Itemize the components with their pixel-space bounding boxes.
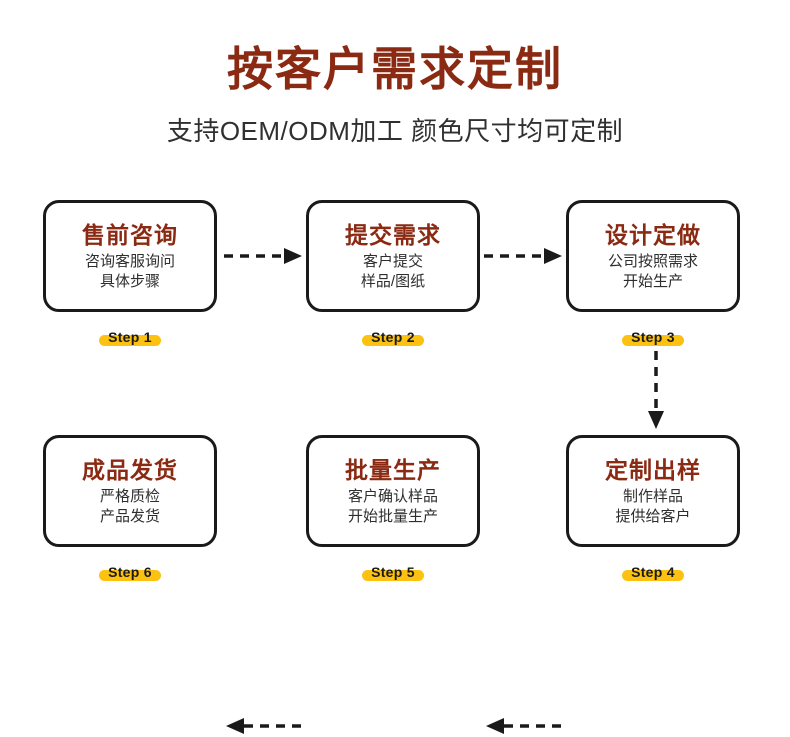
step-box-6[interactable]: 成品发货 严格质检 产品发货 [43,435,217,547]
page-header: 按客户需求定制 支持OEM/ODM加工 颜色尺寸均可定制 [0,0,790,148]
step-box-description-line-2: 具体步骤 [99,273,160,290]
step-box-description-line-2: 开始批量生产 [347,508,438,525]
flow-cell-step-2: 提交需求 客户提交 样品/图纸 Step 2 [306,200,486,380]
step-label: Step 5 [371,564,415,580]
step-box-description: 咨询客服询问 具体步骤 [85,252,175,292]
step-label-wrap-4: Step 4 [566,555,740,589]
step-box-description: 客户确认样品 开始批量生产 [348,487,438,527]
step-box-description-line-2: 开始生产 [622,273,683,290]
flow-cell-step-3: 设计定做 公司按照需求 开始生产 Step 3 [566,200,746,380]
arrow-step5-to-step6-icon [222,715,308,737]
page-title: 按客户需求定制 [227,43,563,95]
step-label-wrap-1: Step 1 [43,320,217,354]
step-box-title: 提交需求 [345,222,441,248]
step-box-description: 客户提交 样品/图纸 [361,252,425,292]
step-box-description: 公司按照需求 开始生产 [608,252,698,292]
step-box-description-line-2: 产品发货 [99,508,160,525]
step-box-description-line-1: 制作样品 [622,488,683,505]
step-box-1[interactable]: 售前咨询 咨询客服询问 具体步骤 [43,200,217,312]
step-box-description: 严格质检 产品发货 [100,487,160,527]
step-label: Step 3 [631,329,675,345]
arrow-step1-to-step2-icon [222,245,308,267]
step-label-wrap-2: Step 2 [306,320,480,354]
step-box-title: 批量生产 [345,457,441,483]
step-box-title: 定制出样 [605,457,701,483]
step-label: Step 6 [108,564,152,580]
step-box-description-line-2: 样品/图纸 [360,273,426,290]
step-box-title: 成品发货 [82,457,178,483]
step-box-4[interactable]: 定制出样 制作样品 提供给客户 [566,435,740,547]
step-label-wrap-6: Step 6 [43,555,217,589]
step-label-wrap-5: Step 5 [306,555,480,589]
step-box-5[interactable]: 批量生产 客户确认样品 开始批量生产 [306,435,480,547]
step-box-description-line-1: 客户提交 [362,253,423,270]
flow-cell-step-1: 售前咨询 咨询客服询问 具体步骤 Step 1 [43,200,223,380]
step-label: Step 1 [108,329,152,345]
highlight-pill-icon [362,335,424,346]
step-box-title: 设计定做 [605,222,701,248]
process-flow-diagram: 售前咨询 咨询客服询问 具体步骤 Step 1 提交需求 客户提交 样品/ [0,200,790,734]
step-box-title: 售前咨询 [82,222,178,248]
flow-cell-step-4: 定制出样 制作样品 提供给客户 Step 4 [566,435,746,615]
arrow-step4-to-step5-icon [482,715,568,737]
step-label: Step 4 [631,564,675,580]
step-label: Step 2 [371,329,415,345]
step-box-2[interactable]: 提交需求 客户提交 样品/图纸 [306,200,480,312]
arrow-step2-to-step3-icon [482,245,568,267]
arrow-step3-to-step4-icon [644,351,668,435]
step-box-description-line-1: 客户确认样品 [347,488,438,505]
highlight-pill-icon [622,570,684,581]
step-box-description-line-1: 咨询客服询问 [84,253,175,270]
highlight-pill-icon [99,335,161,346]
step-box-3[interactable]: 设计定做 公司按照需求 开始生产 [566,200,740,312]
page-subtitle: 支持OEM/ODM加工 颜色尺寸均可定制 [166,116,624,146]
flow-cell-step-5: 批量生产 客户确认样品 开始批量生产 Step 5 [306,435,486,615]
step-box-description-line-1: 严格质检 [99,488,160,505]
flow-cell-step-6: 成品发货 严格质检 产品发货 Step 6 [43,435,223,615]
highlight-pill-icon [362,570,424,581]
step-box-description: 制作样品 提供给客户 [615,487,690,527]
step-box-description-line-1: 公司按照需求 [607,253,698,270]
flow-row-top: 售前咨询 咨询客服询问 具体步骤 Step 1 提交需求 客户提交 样品/ [0,200,790,380]
flow-row-bottom: 成品发货 严格质检 产品发货 Step 6 批量生产 客户确认样品 开始批 [0,435,790,734]
highlight-pill-icon [622,335,684,346]
step-label-wrap-3: Step 3 [566,320,740,354]
step-box-description-line-2: 提供给客户 [615,508,691,525]
highlight-pill-icon [99,570,161,581]
